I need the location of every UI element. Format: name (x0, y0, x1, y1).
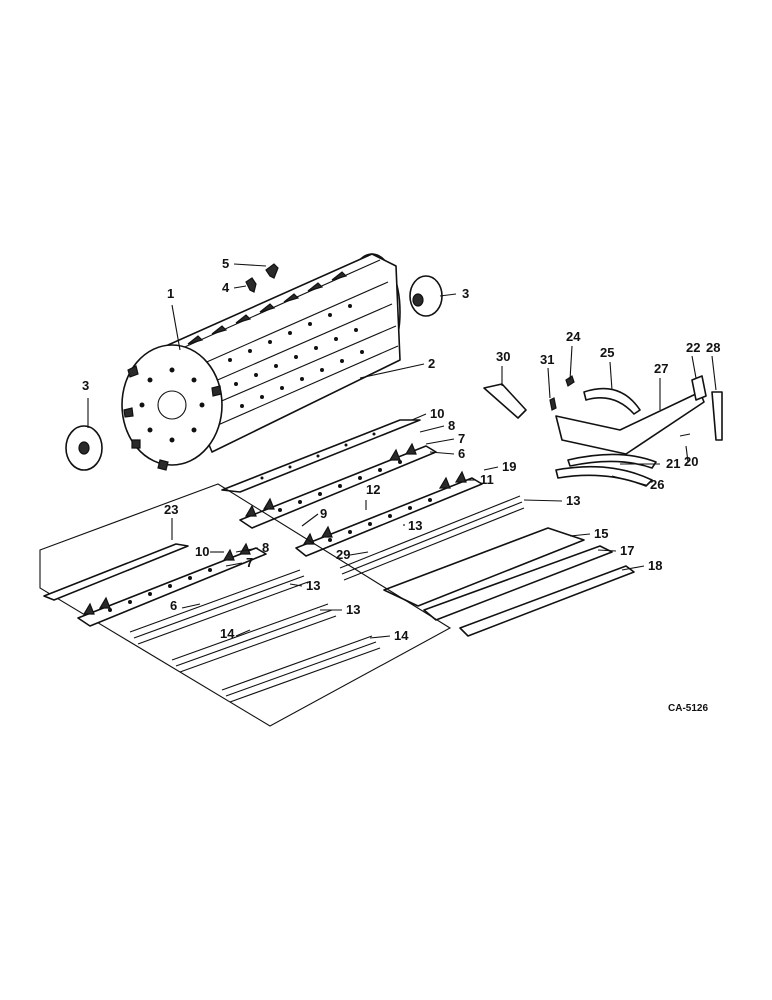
leader-line-28 (711, 355, 717, 391)
callout-15: 15 (594, 526, 608, 541)
callout-14: 14 (394, 628, 409, 643)
leader-line-1 (171, 304, 181, 351)
leader-line-13 (289, 583, 303, 587)
callout-13: 13 (566, 493, 580, 508)
leader-line-19 (483, 466, 499, 471)
leader-line-9 (301, 513, 319, 527)
callout-30: 30 (496, 349, 510, 364)
bolt-21 (679, 433, 691, 437)
leader-line-24 (569, 345, 573, 381)
bars-16 (221, 635, 381, 703)
callout-18: 18 (648, 558, 662, 573)
leader-line-20 (685, 445, 689, 463)
callout-6: 6 (458, 446, 465, 461)
bars-14-lower (171, 603, 337, 673)
leader-line-13 (523, 499, 563, 502)
hub-right (409, 275, 443, 317)
callout-24: 24 (566, 329, 581, 344)
callout-13: 13 (306, 578, 320, 593)
callout-27: 27 (654, 361, 668, 376)
callout-8: 8 (262, 540, 269, 555)
grate-bars-15 (339, 495, 525, 581)
callout-31: 31 (540, 352, 554, 367)
callout-17: 17 (620, 543, 634, 558)
leader-line-17 (597, 549, 617, 552)
callout-7: 7 (458, 431, 465, 446)
callout-3: 3 (462, 286, 469, 301)
leader-line-18 (621, 565, 645, 571)
leader-line-8 (235, 547, 259, 553)
callout-9: 9 (320, 506, 327, 521)
strip-19 (459, 565, 635, 637)
leader-line-8 (419, 425, 445, 433)
leader-line-31 (547, 367, 551, 399)
callout-1: 1 (167, 286, 174, 301)
leader-lines (87, 263, 717, 639)
tooth-bar-6-alt (77, 547, 267, 627)
leader-line-26 (611, 475, 647, 486)
arm-28 (691, 375, 707, 401)
callout-29: 29 (336, 547, 350, 562)
arc-26 (567, 453, 657, 469)
leader-line-15 (569, 533, 591, 537)
callout-20: 20 (684, 454, 698, 469)
callout-22: 22 (686, 340, 700, 355)
leader-line-22 (691, 355, 697, 379)
bars-14-upper (129, 569, 309, 645)
callout-28: 28 (706, 340, 720, 355)
tooth-part-4 (245, 277, 257, 293)
rotor-cage (121, 253, 401, 471)
leader-line-3 (439, 293, 457, 297)
callout-21: 21 (666, 456, 680, 471)
leader-line-4 (233, 285, 247, 289)
tooth-part-5 (265, 263, 279, 279)
leader-line-7 (425, 438, 455, 445)
leader-line-2 (359, 363, 425, 379)
callout-23: 23 (164, 502, 178, 517)
cover-strip-10-alt (43, 543, 189, 601)
arc-22 (583, 387, 641, 415)
group-outline (39, 483, 452, 727)
callout-26: 26 (650, 477, 664, 492)
cover-strip-10 (221, 419, 421, 493)
callout-7: 7 (246, 555, 253, 570)
plate-20 (555, 391, 705, 455)
callout-6: 6 (170, 598, 177, 613)
callout-8: 8 (448, 418, 455, 433)
callout-3: 3 (82, 378, 89, 393)
callout-12: 12 (366, 482, 380, 497)
leader-line-6 (429, 451, 455, 455)
callout-11: 11 (480, 472, 494, 487)
drawing-code: CA-5126 (668, 703, 708, 714)
eye-bolt-27 (711, 391, 723, 441)
bracket-31 (483, 383, 527, 419)
callout-19: 19 (502, 459, 516, 474)
callout-2: 2 (428, 356, 435, 371)
leader-line-29 (349, 551, 369, 556)
hub-left (65, 425, 103, 471)
leader-line-5 (233, 263, 267, 267)
callout-10: 10 (430, 406, 444, 421)
leader-line-7 (225, 562, 243, 567)
leader-line-14 (235, 629, 251, 637)
callout-4: 4 (222, 280, 230, 295)
callout-14: 14 (220, 626, 235, 641)
arc-23 (555, 465, 653, 487)
callout-5: 5 (222, 256, 229, 271)
leader-line-25 (609, 361, 613, 391)
callout-13: 13 (346, 602, 360, 617)
callout-25: 25 (600, 345, 614, 360)
callout-13: 13 (408, 518, 422, 533)
callout-10: 10 (195, 544, 209, 559)
leader-line-10 (411, 413, 427, 421)
clip-24 (549, 397, 557, 411)
leader-line-6 (181, 603, 201, 609)
leader-line-14 (369, 635, 391, 639)
